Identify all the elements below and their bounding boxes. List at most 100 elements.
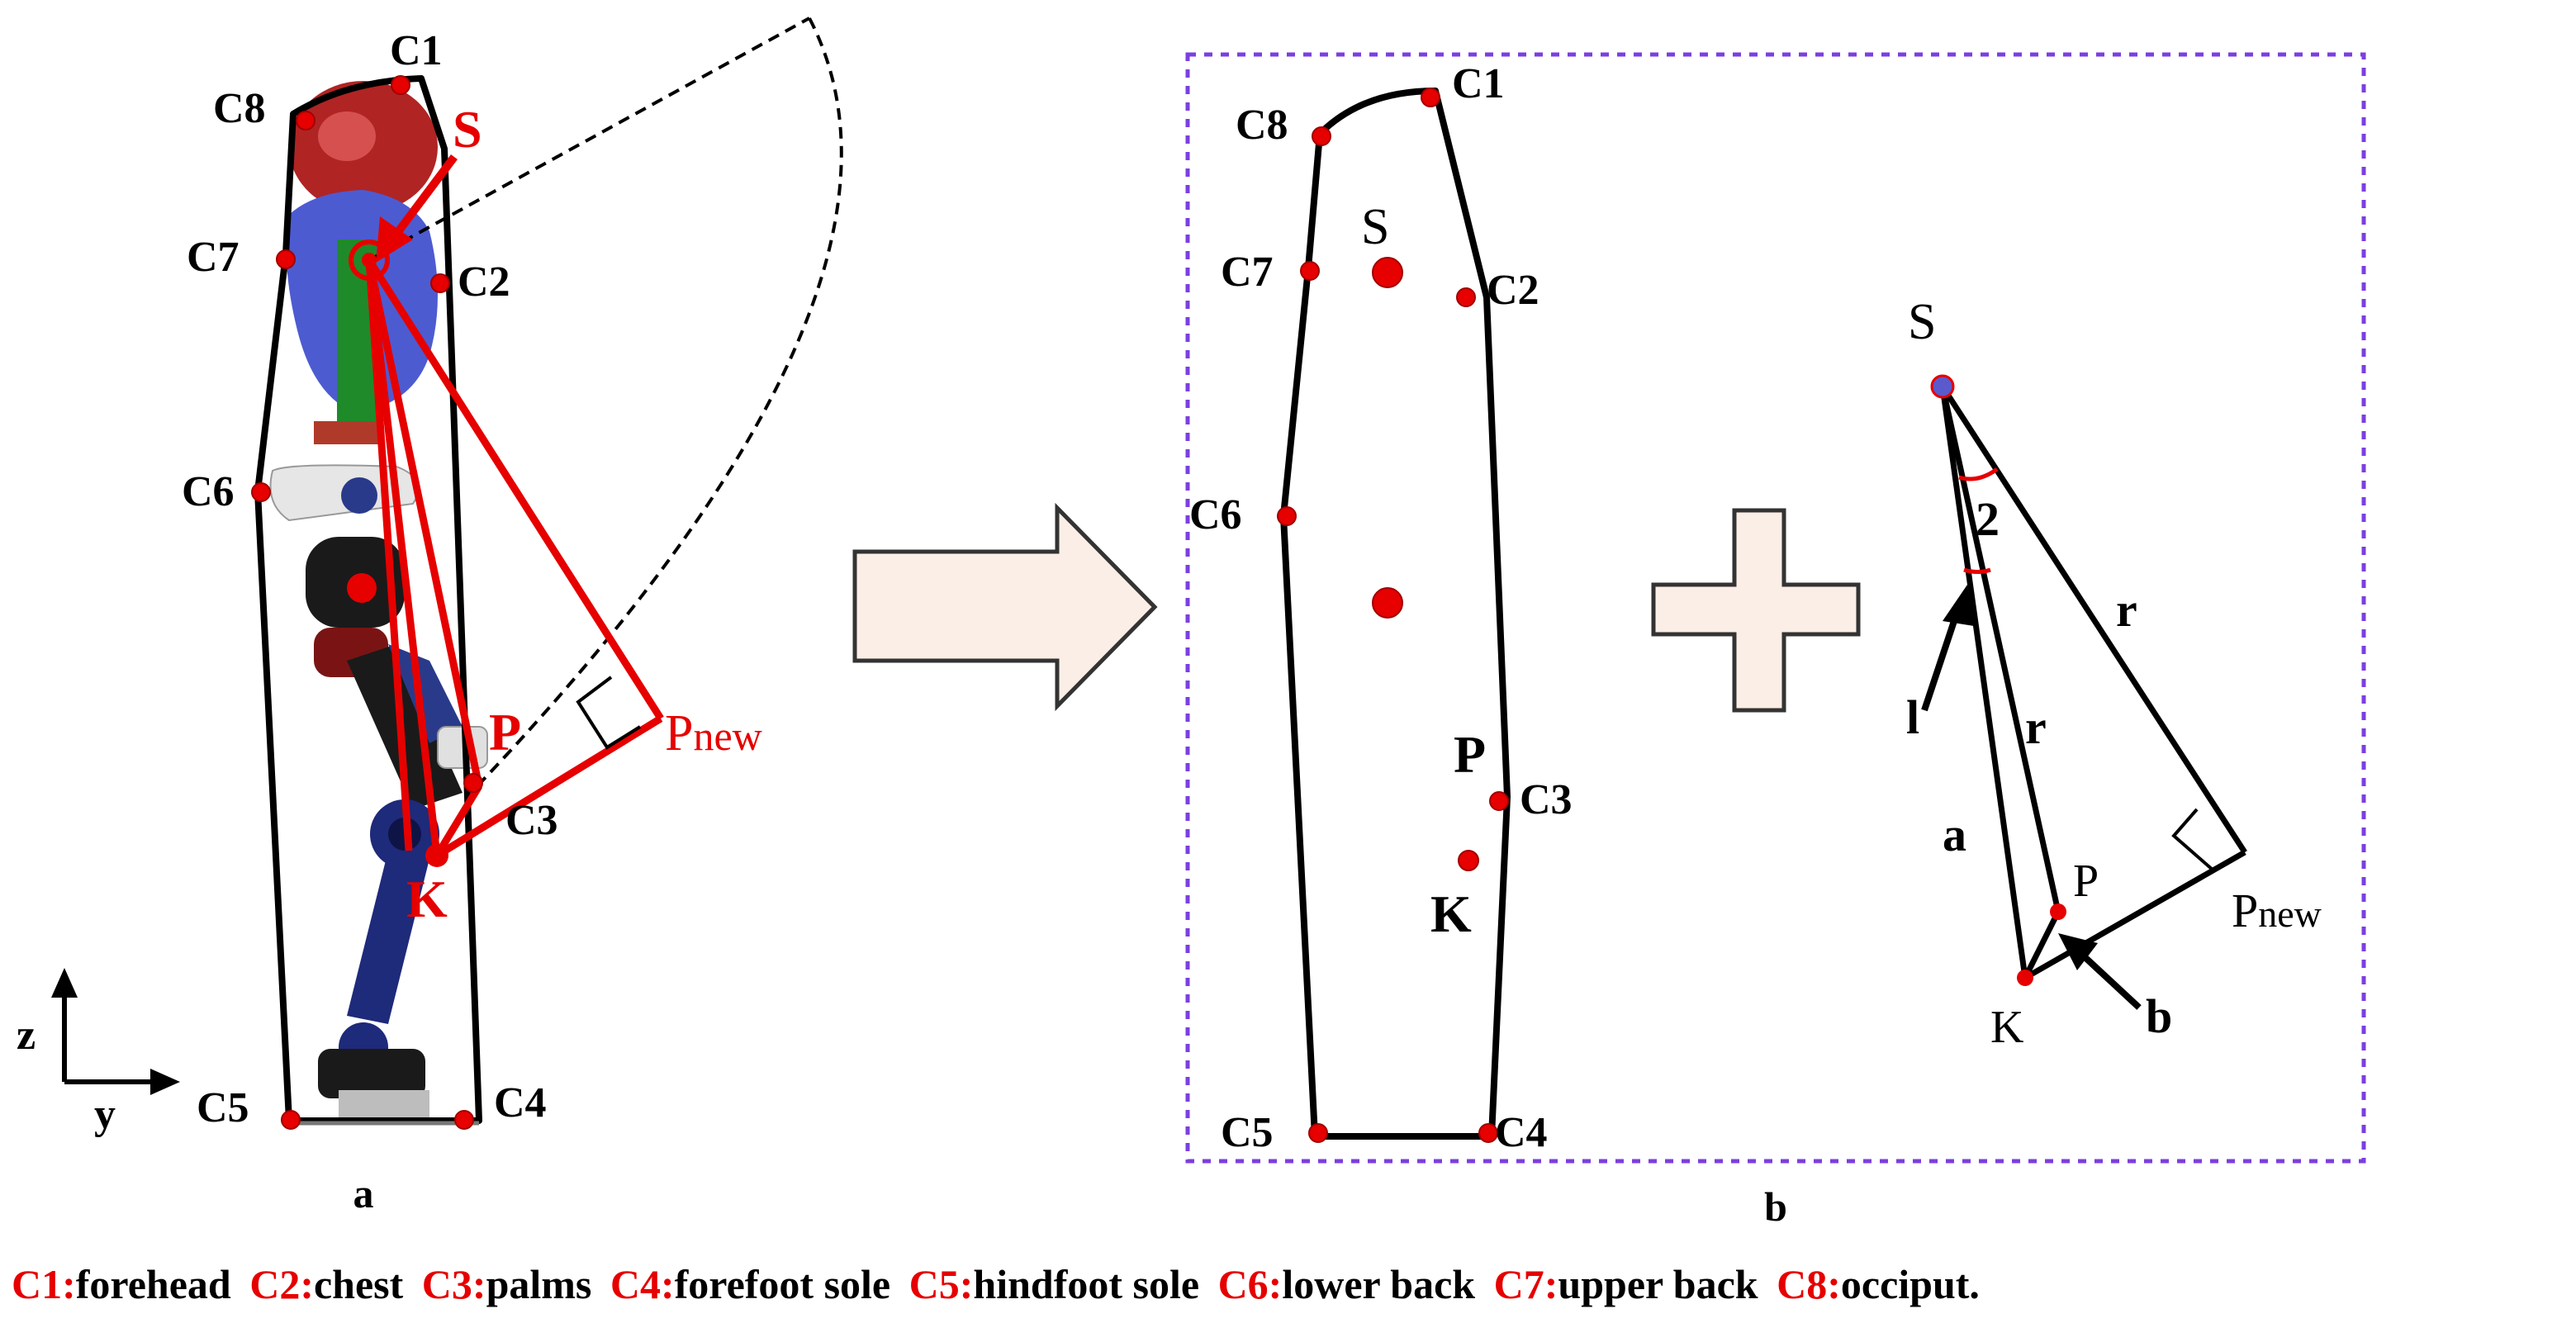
plus-sign [1651, 508, 1861, 713]
c3-point-a [463, 773, 483, 793]
legend-desc-c4: forefoot sole [675, 1261, 890, 1307]
label-r-inner: r [2025, 700, 2047, 754]
panel-b: C1 C8 C7 C2 C6 C3 C5 C4 P K S [1185, 52, 2366, 1230]
legend-code-c5: C5: [909, 1261, 974, 1307]
label-c8-a: C8 [213, 85, 266, 132]
label-c2-a: C2 [458, 258, 510, 306]
legend-desc-c6: lower back [1282, 1261, 1475, 1307]
label-c6-a: C6 [182, 468, 235, 515]
legend: C1:forehead C2:chest C3:palms C4:forefoo… [12, 1261, 1980, 1307]
label-a: a [1943, 808, 1966, 861]
legend-code-c7: C7: [1494, 1261, 1558, 1307]
label-b: b [2146, 989, 2172, 1043]
c1-point-a [391, 75, 410, 95]
label-k-b: K [1430, 884, 1472, 943]
legend-desc-c7: upper back [1558, 1261, 1758, 1307]
c2-point-a [430, 273, 450, 293]
label-p-b: P [1454, 725, 1486, 784]
label-2: 2 [1976, 492, 2000, 546]
c3-point-b [1489, 791, 1509, 811]
body-outline-b [1280, 88, 1511, 1140]
legend-code-c4: C4: [610, 1261, 675, 1307]
l-arrow [1921, 609, 1961, 712]
legend-desc-c8: occiput. [1841, 1261, 1980, 1307]
s-arrow-a [389, 154, 458, 242]
label-s-a: S [453, 100, 482, 159]
rotation-sector-arc [473, 17, 843, 790]
z-axis-arrowhead [51, 968, 78, 998]
label-c1-a: C1 [390, 27, 443, 74]
label-c8-b: C8 [1236, 102, 1288, 149]
label-c6-b: C6 [1189, 491, 1242, 538]
k-point-tri [2017, 970, 2033, 986]
axes-a [62, 983, 165, 1084]
k-point-b [1458, 850, 1479, 871]
s-point-b [1372, 257, 1403, 288]
label-k-tri: K [1990, 1002, 2023, 1053]
robot-illustration [269, 81, 488, 1123]
body-outline-a [254, 75, 482, 1124]
label-c7-b: C7 [1221, 249, 1274, 296]
legend-code-c6: C6: [1218, 1261, 1283, 1307]
label-c7-a: C7 [187, 234, 240, 281]
panel-a: C1 C8 C7 C2 C6 C3 C5 C4 S P K Pnew z y a [17, 17, 843, 1216]
right-angle-marker-b [2171, 808, 2215, 872]
label-l: l [1906, 690, 1919, 744]
z-axis-label: z [17, 1012, 36, 1059]
legend-code-c2: C2: [249, 1261, 314, 1307]
legend-desc-c5: hindfoot sole [973, 1261, 1199, 1307]
label-c4-b: C4 [1495, 1109, 1548, 1156]
legend-desc-c3: palms [486, 1261, 592, 1307]
b-arrowhead [2058, 933, 2098, 970]
c8-point-a [296, 111, 315, 130]
transform-arrow [852, 502, 1158, 712]
hip-point-b [1372, 587, 1403, 619]
legend-desc-c1: forehead [76, 1261, 231, 1307]
label-c3-a: C3 [505, 797, 558, 844]
right-angle-marker-a [576, 676, 642, 750]
y-axis-arrowhead [150, 1069, 180, 1095]
c4-point-a [454, 1110, 474, 1130]
c6-point-a [251, 482, 271, 502]
y-axis-label: y [94, 1091, 116, 1138]
label-r-outer: r [2116, 583, 2137, 637]
skp-triangle-a [365, 258, 664, 859]
label-c2-b: C2 [1487, 267, 1539, 314]
c8-point-b [1312, 126, 1331, 146]
label-c3-b: C3 [1520, 776, 1573, 823]
label-k-a: K [406, 870, 448, 928]
label-c5-b: C5 [1221, 1109, 1274, 1156]
label-pnew-tri: Pnew [2232, 884, 2322, 937]
label-c4-a: C4 [494, 1079, 547, 1126]
label-p-tri: P [2073, 856, 2099, 907]
legend-code-c1: C1: [12, 1261, 76, 1307]
k-point-a [425, 844, 448, 867]
c7-point-a [276, 249, 296, 269]
label-pnew-a: Pnew [665, 705, 762, 761]
s-point-tri [1930, 374, 1955, 399]
c1-point-b [1421, 88, 1440, 107]
c5-point-a [281, 1110, 301, 1130]
s-point-a [349, 239, 390, 281]
c6-point-b [1277, 506, 1297, 526]
c5-point-b [1308, 1123, 1328, 1143]
c4-point-b [1478, 1123, 1498, 1143]
c2-point-b [1456, 287, 1476, 307]
rotation-sector-line [368, 17, 810, 262]
b-arrow [2079, 951, 2142, 1010]
legend-code-c8: C8: [1777, 1261, 1841, 1307]
label-s-b: S [1361, 199, 1389, 255]
triangle-diagram: S P K Pnew r r a b l 2 [1906, 294, 2322, 1053]
c7-point-b [1300, 261, 1320, 281]
legend-desc-c2: chest [314, 1261, 404, 1307]
hip-point-a [347, 573, 377, 603]
caption-b: b [1764, 1183, 1787, 1230]
legend-code-c3: C3: [422, 1261, 486, 1307]
label-s-tri: S [1908, 294, 1936, 350]
label-c1-b: C1 [1452, 60, 1505, 107]
angle-arc-inner [1958, 467, 1999, 481]
caption-a: a [353, 1170, 374, 1216]
label-c5-a: C5 [197, 1084, 249, 1131]
p-point-tri [2050, 903, 2066, 920]
